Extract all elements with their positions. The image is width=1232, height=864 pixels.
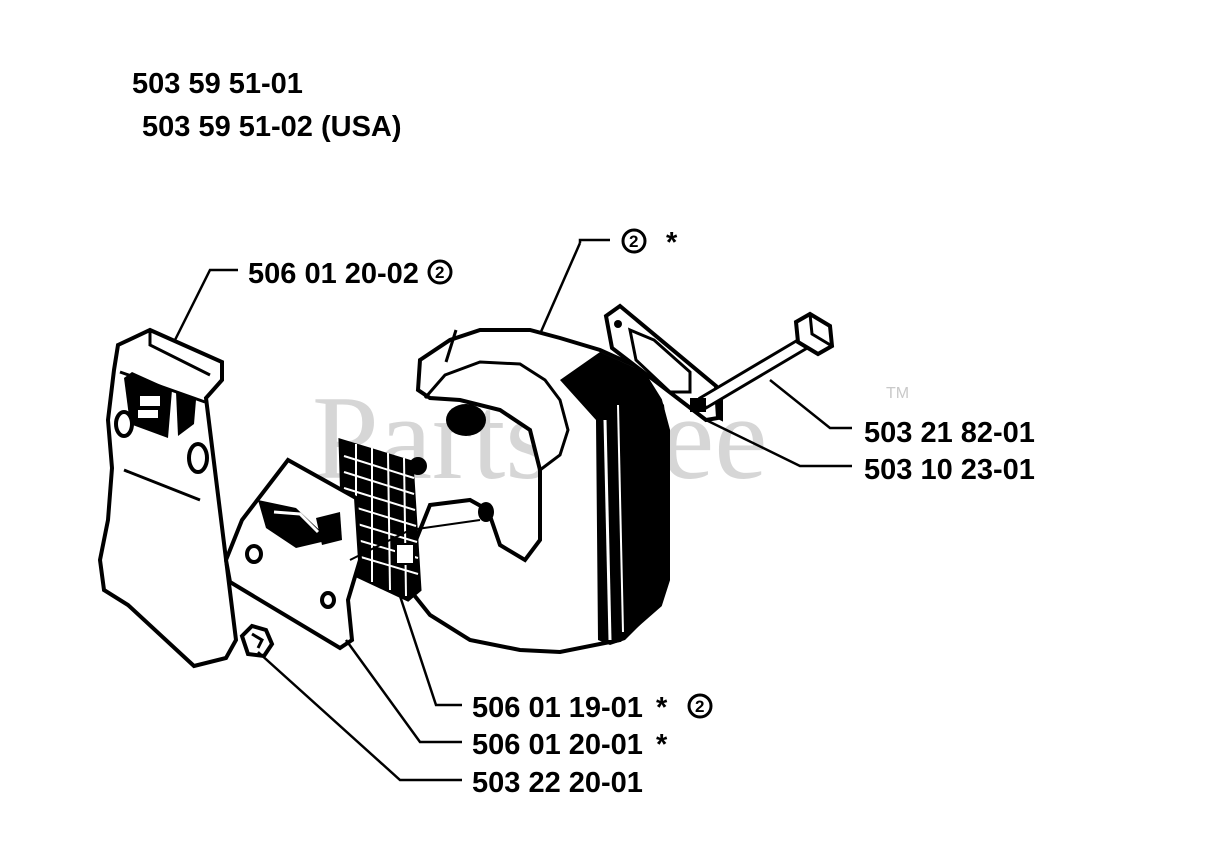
callout-cover-plate-label: 506 01 20-01 — [472, 729, 643, 761]
bolt-part — [690, 311, 835, 412]
circled-2-icon — [427, 259, 453, 285]
callout-gasket-label: 503 10 23-01 — [864, 454, 1035, 486]
leader-lines — [173, 238, 852, 782]
circled-number: 2 — [629, 232, 638, 251]
muffler-body-part — [405, 328, 670, 655]
callout-left-cover-label: 506 01 20-02 — [248, 258, 419, 290]
callout-muffler-body: 2 * — [621, 227, 678, 259]
header-part-number-1: 503 59 51-01 — [132, 68, 303, 100]
circled-2-icon — [621, 228, 647, 254]
cover-plate-part — [223, 457, 481, 651]
header-part-number-2: 503 59 51-02 (USA) — [142, 111, 402, 143]
asterisk-mark: * — [656, 692, 668, 724]
circled-number: 2 — [435, 263, 444, 282]
callout-cover-plate: 506 01 20-01 * — [472, 729, 668, 761]
callout-spark-screen-label: 506 01 19-01 — [472, 692, 643, 724]
callout-left-cover: 506 01 20-02 2 — [248, 258, 453, 290]
callout-nut-label: 503 22 20-01 — [472, 767, 643, 799]
asterisk-mark: * — [666, 227, 678, 259]
callout-spark-screen: 506 01 19-01 * 2 — [472, 692, 713, 724]
circled-2-icon — [687, 693, 713, 719]
nut-part — [239, 623, 275, 659]
watermark-trademark: TM — [886, 385, 909, 402]
left-cover-part — [97, 327, 239, 669]
asterisk-mark: * — [656, 729, 668, 761]
circled-number: 2 — [695, 697, 704, 716]
callout-bolt-label: 503 21 82-01 — [864, 417, 1035, 449]
